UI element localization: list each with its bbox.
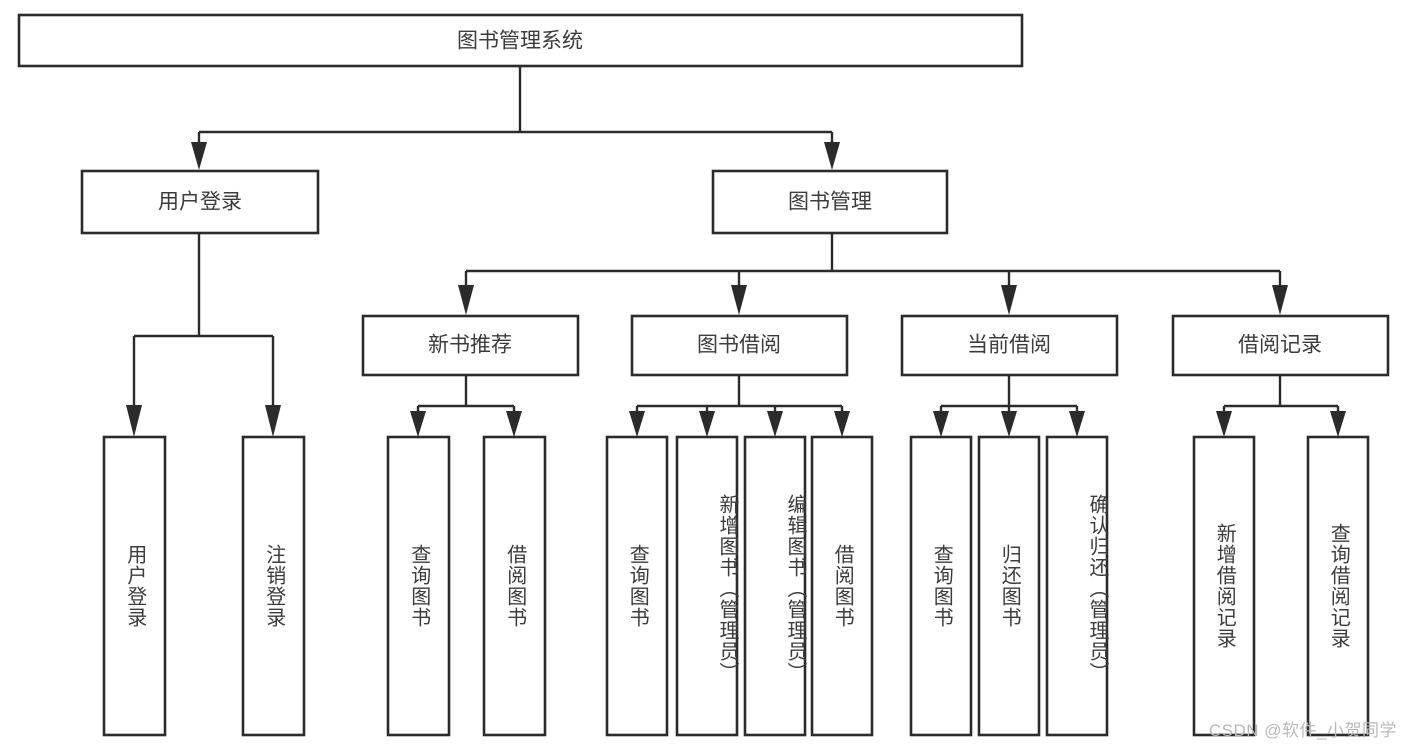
node-book-borrow[interactable]: 图书借阅 <box>630 314 849 377</box>
arrow-book-mgmt <box>824 142 840 170</box>
node-book-borrow-label: 图书借阅 <box>697 334 781 357</box>
connector-newbook-to-leaves <box>410 376 522 437</box>
node-root[interactable]: 图书管理系统 <box>17 13 1024 68</box>
arrow-borrow-leaf4 <box>834 411 850 437</box>
node-current-borrow[interactable]: 当前借阅 <box>900 314 1119 377</box>
arrow-record <box>1272 285 1288 315</box>
node-borrow-record[interactable]: 借阅记录 <box>1171 314 1390 377</box>
node-borrow-record-label: 借阅记录 <box>1238 334 1322 357</box>
arrow-current-leaf3 <box>1069 411 1085 437</box>
node-book-borrow-box[interactable] <box>630 314 849 377</box>
node-root-box[interactable] <box>17 13 1024 68</box>
leaf-box-current-1[interactable] <box>909 435 973 737</box>
connector-current-to-leaves <box>933 376 1085 437</box>
leaf-box-user-login-1[interactable] <box>102 435 167 737</box>
arrow-borrow-leaf3 <box>767 411 783 437</box>
leaf-box-borrow-3[interactable] <box>743 435 807 737</box>
connector-borrow-to-leaves <box>629 376 850 437</box>
connector-record-to-leaves <box>1216 376 1346 437</box>
node-user-login[interactable]: 用户登录 <box>80 169 320 235</box>
leaf-box-borrow-4[interactable] <box>810 435 874 737</box>
node-book-management[interactable]: 图书管理 <box>711 169 949 235</box>
arrow-userlogin-leaf1 <box>126 405 142 437</box>
arrow-borrow <box>731 285 747 315</box>
node-new-book-recommend-box[interactable] <box>361 314 580 377</box>
leaf-box-record-1[interactable] <box>1192 435 1256 737</box>
node-user-login-label: 用户登录 <box>158 191 242 214</box>
arrow-borrow-leaf2 <box>699 411 715 437</box>
arrow-current-leaf1 <box>933 411 949 437</box>
arrow-current-leaf2 <box>1001 411 1017 437</box>
node-current-borrow-label: 当前借阅 <box>967 334 1051 357</box>
leaf-box-current-2[interactable] <box>977 435 1041 737</box>
arrow-newbook-leaf1 <box>410 411 426 437</box>
arrow-current <box>1001 285 1017 315</box>
node-current-borrow-box[interactable] <box>900 314 1119 377</box>
arrow-userlogin-leaf2 <box>265 405 281 437</box>
node-new-book-recommend[interactable]: 新书推荐 <box>361 314 580 377</box>
connector-root-to-level2 <box>191 66 840 170</box>
leaf-box-new-book-1[interactable] <box>386 435 451 737</box>
arrow-user-login <box>191 142 207 170</box>
leaf-box-record-2[interactable] <box>1306 435 1370 737</box>
leaf-box-new-book-2[interactable] <box>482 435 547 737</box>
leaf-box-borrow-1[interactable] <box>605 435 669 737</box>
node-root-label: 图书管理系统 <box>457 30 583 53</box>
leaf-box-user-login-2[interactable] <box>241 435 306 737</box>
leaf-box-borrow-2[interactable] <box>675 435 739 737</box>
connector-userlogin-to-leaves <box>126 234 281 437</box>
node-user-login-box[interactable] <box>80 169 320 235</box>
node-borrow-record-box[interactable] <box>1171 314 1390 377</box>
connector-bookmgmt-to-level3 <box>458 234 1288 315</box>
leaf-box-current-3[interactable] <box>1045 435 1109 737</box>
arrow-record-leaf1 <box>1216 411 1232 437</box>
arrow-new-book <box>458 285 474 315</box>
node-book-management-box[interactable] <box>711 169 949 235</box>
node-new-book-recommend-label: 新书推荐 <box>428 334 512 357</box>
node-book-management-label: 图书管理 <box>788 191 872 214</box>
arrow-record-leaf2 <box>1330 411 1346 437</box>
arrow-borrow-leaf1 <box>629 411 645 437</box>
watermark-text: CSDN @软件_小贺同学 <box>1208 721 1397 740</box>
arrow-newbook-leaf2 <box>506 411 522 437</box>
